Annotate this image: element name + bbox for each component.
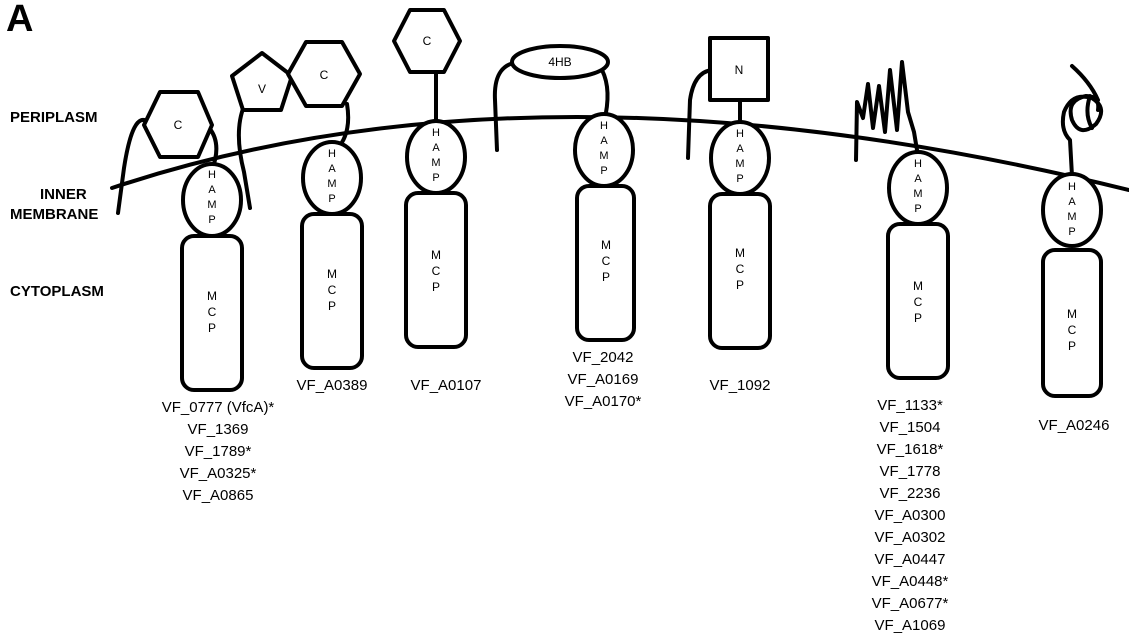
mcp-letter: C [328,283,337,297]
hamp-letter: P [914,203,921,215]
receptor-vfc-cache: V C H A M P M C P VF_A0389 [232,42,367,394]
receptor-id: VF_A0677* [872,595,949,612]
hamp-letter: P [432,172,439,184]
mcp-letter: M [735,246,745,260]
receptor-cache-stalk: C H A M P M C P VF_A0107 [394,10,481,394]
hamp-letter: H [736,128,744,140]
hamp-letter: M [207,199,216,211]
mcp-letter: M [913,279,923,293]
receptor-id: VF_1504 [880,419,941,436]
hamp-letter: P [208,214,215,226]
hamp-letter: M [735,158,744,170]
receptor-id: VF_A0865 [183,487,254,504]
hamp-letter: M [327,178,336,190]
receptor-id: VF_A0170* [565,393,642,410]
cache-domain-label: C [423,34,432,48]
receptor-id: VF_A0447 [875,551,946,568]
hamp-letter: M [599,150,608,162]
mcp-letter: P [1068,339,1076,353]
hamp-letter: P [736,173,743,185]
mcp-letter: M [327,267,337,281]
hamp-letter: H [1068,181,1076,193]
mcp-letter: C [1068,323,1077,337]
hamp-letter: H [914,158,922,170]
cache-domain-label: C [174,118,183,132]
mcp-letter: P [602,270,610,284]
mcp-letter: M [207,289,217,303]
vfc-domain-label: V [258,82,266,96]
receptor-id: VF_1133* [877,397,943,414]
hamp-letter: P [1068,226,1075,238]
receptor-id: VF_A0300 [875,507,946,524]
mcp-letter: C [432,264,441,278]
receptor-id: VF_2236 [880,485,941,502]
hamp-letter: H [432,127,440,139]
receptor-id: VF_A0389 [297,377,368,394]
receptor-id: VF_A0448* [872,573,949,590]
hamp-letter: A [328,163,336,175]
hamp-letter: M [1067,211,1076,223]
receptor-id: VF_A0302 [875,529,946,546]
mcp-letter: P [432,280,440,294]
mcp-letter: M [1067,307,1077,321]
mcp-letter: P [328,299,336,313]
hamp-letter: M [913,188,922,200]
mcp-letter: P [208,321,216,335]
cache-domain-label: C [320,68,329,82]
mcp-letter: C [208,305,217,319]
panel-label: A [6,0,33,40]
receptor-n-domain: N H A M P M C P VF_1092 [688,38,770,394]
mcp-letter: C [602,254,611,268]
receptor-id: VF_A0107 [411,377,482,394]
hamp-letter: P [600,165,607,177]
mcp-letter: C [914,295,923,309]
receptor-id: VF_A0169 [568,371,639,388]
mcp-letter: M [431,248,441,262]
receptor-id: VF_2042 [573,349,634,366]
mcp-letter: M [601,238,611,252]
mcp-letter: P [914,311,922,325]
hamp-letter: P [328,193,335,205]
receptor-id: VF_A1069 [875,617,946,634]
transmembrane-helix [495,62,522,150]
hamp-letter: M [431,157,440,169]
receptor-id: VF_1092 [710,377,771,394]
n-domain-label: N [735,63,744,77]
hamp-letter: A [736,143,744,155]
hamp-letter: A [914,173,922,185]
receptor-id: VF_1369 [188,421,249,438]
receptor-id: VF_0777 (VfcA)* [162,399,275,416]
hamp-letter: A [432,142,440,154]
cytoplasm-label: CYTOPLASM [10,283,104,300]
receptor-id: VF_1778 [880,463,941,480]
hamp-letter: H [600,120,608,132]
hamp-letter: H [208,169,216,181]
mcp-letter: P [736,278,744,292]
receptor-id: VF_A0325* [180,465,257,482]
tangled-periplasmic-region [1063,66,1101,176]
receptor-id: VF_A0246 [1039,417,1110,434]
mcp-letter: C [736,262,745,276]
receptor-knot: H A M P M C P VF_A0246 [1039,66,1110,434]
hamp-letter: A [208,184,216,196]
hamp-letter: H [328,148,336,160]
hamp-letter: A [600,135,608,147]
receptor-id: VF_1789* [185,443,252,460]
periplasm-label: PERIPLASM [10,109,98,126]
transmembrane-helix [118,120,148,213]
hamp-letter: A [1068,196,1076,208]
4hb-domain-label: 4HB [548,55,571,69]
inner-membrane-label-line2: MEMBRANE [10,206,98,223]
inner-membrane-label-line1: INNER [40,186,87,203]
receptor-cache: C H A M P M C P VF_0777 (VfcA)* VF_1369 … [118,92,274,504]
receptor-id: VF_1618* [877,441,944,458]
receptor-4hb: 4HB H A M P M C P VF_2042 VF_A0169 VF_A0… [495,46,642,410]
